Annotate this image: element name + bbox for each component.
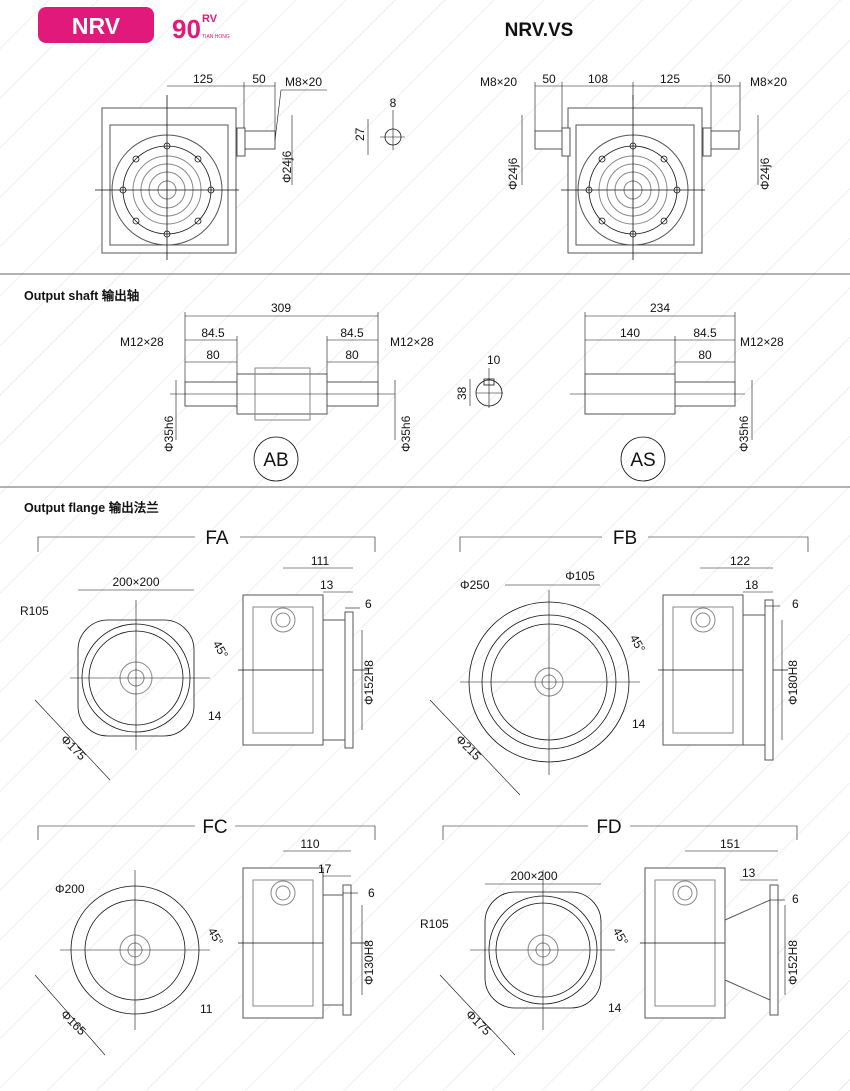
shaft-ab-view: 309 M12×28 84.5 80 84.5 80 M12×28 Φ35h6 …	[120, 301, 434, 482]
dim-pcd: Φ175	[463, 1007, 494, 1038]
dim-angle: 45°	[210, 638, 231, 661]
nrv-badge-label: NRV	[72, 13, 121, 39]
flange-fa: FA 200×200 R105 45° 14 Φ175 111 13 6 Φ15…	[20, 528, 376, 781]
dim-outer: Φ200	[55, 882, 85, 896]
thread-right: M8×20	[750, 75, 787, 89]
dim-length: 122	[730, 554, 750, 568]
as-label: AS	[630, 450, 655, 471]
ab-circle	[253, 436, 299, 482]
dim-84-5-right: 84.5	[340, 326, 364, 340]
dim-angle: 45°	[627, 632, 648, 655]
thread: M12×28	[740, 335, 784, 349]
dim-80-left: 80	[206, 348, 220, 362]
key-width: 10	[487, 353, 501, 367]
dim-6: 6	[368, 886, 375, 900]
dim-length: 110	[300, 837, 319, 851]
dim-pcd: Φ165	[58, 1007, 89, 1038]
dim-spigot: Φ130H8	[362, 940, 376, 985]
dim-spigot: Φ152H8	[786, 940, 800, 985]
dia-right: Φ35h6	[399, 415, 413, 452]
dim-140: 140	[620, 326, 640, 340]
dim-hole: 14	[632, 717, 646, 731]
dim-6: 6	[792, 892, 799, 906]
fa-label: FA	[205, 528, 229, 549]
dim-6: 6	[365, 597, 372, 611]
page-title: NRV.VS	[505, 20, 574, 41]
dim-50: 50	[252, 72, 266, 86]
thread-right: M12×28	[390, 335, 434, 349]
dim-square: 200×200	[112, 575, 159, 589]
dim-13: 13	[742, 866, 756, 880]
section-title-output-flange: Output flange 输出法兰	[24, 500, 159, 515]
dia-left: Φ35h6	[162, 415, 176, 452]
dim-radius: R105	[420, 917, 449, 931]
section-title-output-shaft: Output shaft 输出轴	[24, 288, 139, 303]
flange-fd: FD 200×200 R105 45° 14 Φ175 151 13 6 Φ15…	[420, 817, 800, 1056]
dim-length: 111	[311, 554, 330, 568]
header: NRV 90 RV TIAN HONG NRV.VS	[38, 7, 573, 44]
dia: Φ35h6	[737, 415, 751, 452]
fb-label: FB	[613, 528, 637, 549]
dim-spigot: Φ180H8	[786, 660, 800, 705]
fc-label: FC	[202, 817, 227, 838]
shaft-as-view: 234 140 84.5 80 M12×28 Φ35h6 AS	[570, 301, 784, 482]
logo-brand: TIAN HONG	[202, 34, 230, 40]
shaft-dia: Φ24j6	[280, 150, 294, 183]
logo-sup: RV	[202, 13, 218, 25]
input-left-view: 125 50 M8×20 Φ24j6 8 27	[94, 72, 405, 261]
dim-18: 18	[745, 578, 759, 592]
dim-17: 17	[318, 862, 332, 876]
dim-50-left: 50	[542, 72, 556, 86]
dim-outer: Φ250	[460, 578, 490, 592]
key-height: 27	[353, 127, 367, 141]
key-width: 8	[390, 96, 397, 110]
dim-square: 200×200	[510, 869, 557, 883]
logo-number: 90	[172, 14, 201, 44]
thread-left: M8×20	[480, 75, 517, 89]
dim-inner: Φ105	[565, 569, 595, 583]
ab-label: AB	[263, 450, 288, 471]
dim-84-5: 84.5	[693, 326, 717, 340]
fd-label: FD	[596, 817, 621, 838]
dim-125: 125	[660, 72, 680, 86]
thread-left: M12×28	[120, 335, 164, 349]
output-key-section: 10 38	[455, 353, 503, 408]
dim-angle: 45°	[610, 925, 631, 948]
dim-309: 309	[271, 301, 291, 315]
dim-80: 80	[698, 348, 712, 362]
dim-angle: 45°	[205, 925, 226, 948]
dim-radius: R105	[20, 604, 49, 618]
dim-hole: 14	[208, 709, 222, 723]
input-right-view: M8×20 50 108 125 50 M8×20 Φ24j6 Φ24j6	[480, 72, 787, 261]
dim-length: 151	[720, 837, 740, 851]
flange-fb: FB Φ250 Φ105 45° 14 Φ215 122 18 6 Φ180H8	[429, 528, 809, 796]
dim-pcd: Φ215	[453, 732, 484, 763]
dim-pcd: Φ175	[58, 732, 89, 763]
shaft-dia-left: Φ24j6	[506, 157, 520, 190]
nrv-badge	[38, 7, 154, 43]
dim-13: 13	[320, 578, 334, 592]
thread-label: M8×20	[285, 75, 322, 89]
flange-fc: FC Φ200 45° 11 Φ165 110 17 6 Φ130H8	[34, 817, 376, 1056]
dim-125: 125	[193, 72, 213, 86]
dim-108: 108	[588, 72, 608, 86]
dim-spigot: Φ152H8	[362, 660, 376, 705]
dim-80-right: 80	[345, 348, 359, 362]
dim-234: 234	[650, 301, 670, 315]
key-height: 38	[455, 386, 469, 400]
dim-50-right: 50	[717, 72, 731, 86]
dim-hole: 14	[608, 1001, 622, 1015]
dim-84-5-left: 84.5	[201, 326, 225, 340]
brand-logo: 90 RV TIAN HONG	[172, 13, 230, 44]
dim-6: 6	[792, 597, 799, 611]
shaft-dia-right: Φ24j6	[758, 157, 772, 190]
dim-hole: 11	[200, 1002, 213, 1016]
